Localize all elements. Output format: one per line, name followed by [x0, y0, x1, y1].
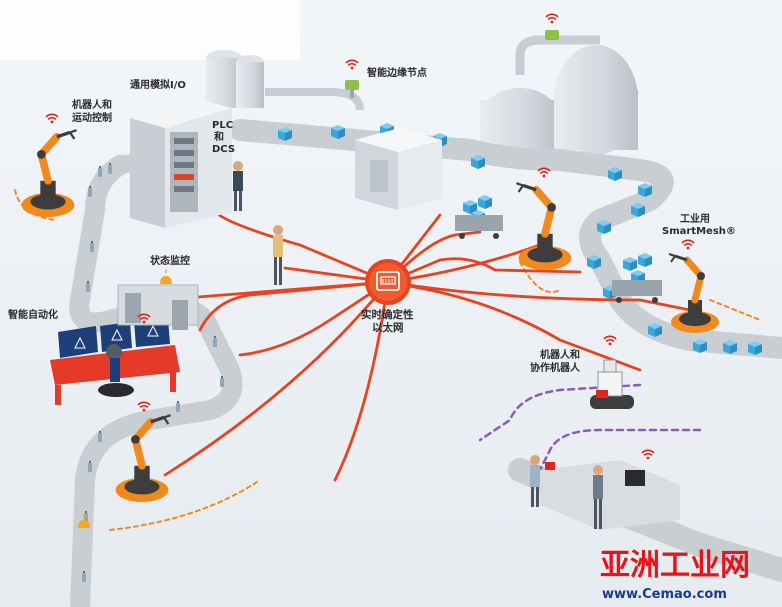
- alarm-beacon-icon: [160, 270, 172, 284]
- tank-sensor: [545, 30, 559, 40]
- status-monitoring-label: 状态监控: [150, 254, 190, 267]
- edge-node-sensor: [345, 80, 359, 98]
- edge-node-enclosure: [355, 128, 442, 210]
- wireless-links: [14, 189, 761, 531]
- plc-label: PLC: [212, 120, 233, 131]
- ethernet-hub[interactable]: [365, 259, 411, 305]
- plc-and-label: 和: [213, 130, 224, 143]
- scanner-arch: [117, 284, 199, 330]
- alarm-beacon-icon: [78, 514, 90, 528]
- workers: [233, 161, 603, 529]
- smart-automation-label: 智能自动化: [8, 308, 58, 321]
- pallet-cart-right: [612, 280, 662, 303]
- generic-io-label: 通用模拟I/O: [130, 78, 186, 91]
- hub-label-line1: 实时确定性: [361, 308, 414, 321]
- robot-motion-label-line2: 运动控制: [72, 111, 112, 124]
- watermark-url: www.Cemao.com: [602, 587, 727, 602]
- pallet-cart-center: [455, 215, 503, 239]
- hub-label-line2: 以太网: [372, 321, 404, 334]
- dcs-label: DCS: [212, 144, 235, 155]
- cobot-label-line1: 机器人和: [540, 348, 580, 361]
- ethernet-port-icon: [376, 271, 400, 291]
- industrial-smartmesh-label-line1: 工业用: [680, 212, 710, 225]
- industrial-smartmesh-label-line2: SmartMesh®: [662, 226, 736, 237]
- storage-tanks: [206, 35, 638, 155]
- watermark-logo-text: 亚洲工业网: [600, 548, 750, 583]
- mobile-cobot: [590, 359, 634, 409]
- control-desk: [50, 318, 180, 405]
- workstation-counter: [540, 460, 680, 530]
- plc-cabinet: PLC 和 DCS: [130, 100, 235, 228]
- robot-motion-label-line1: 机器人和: [72, 98, 112, 111]
- edge-node-label: 智能边缘节点: [367, 66, 427, 79]
- cobot-label-line2: 协作机器人: [530, 361, 581, 374]
